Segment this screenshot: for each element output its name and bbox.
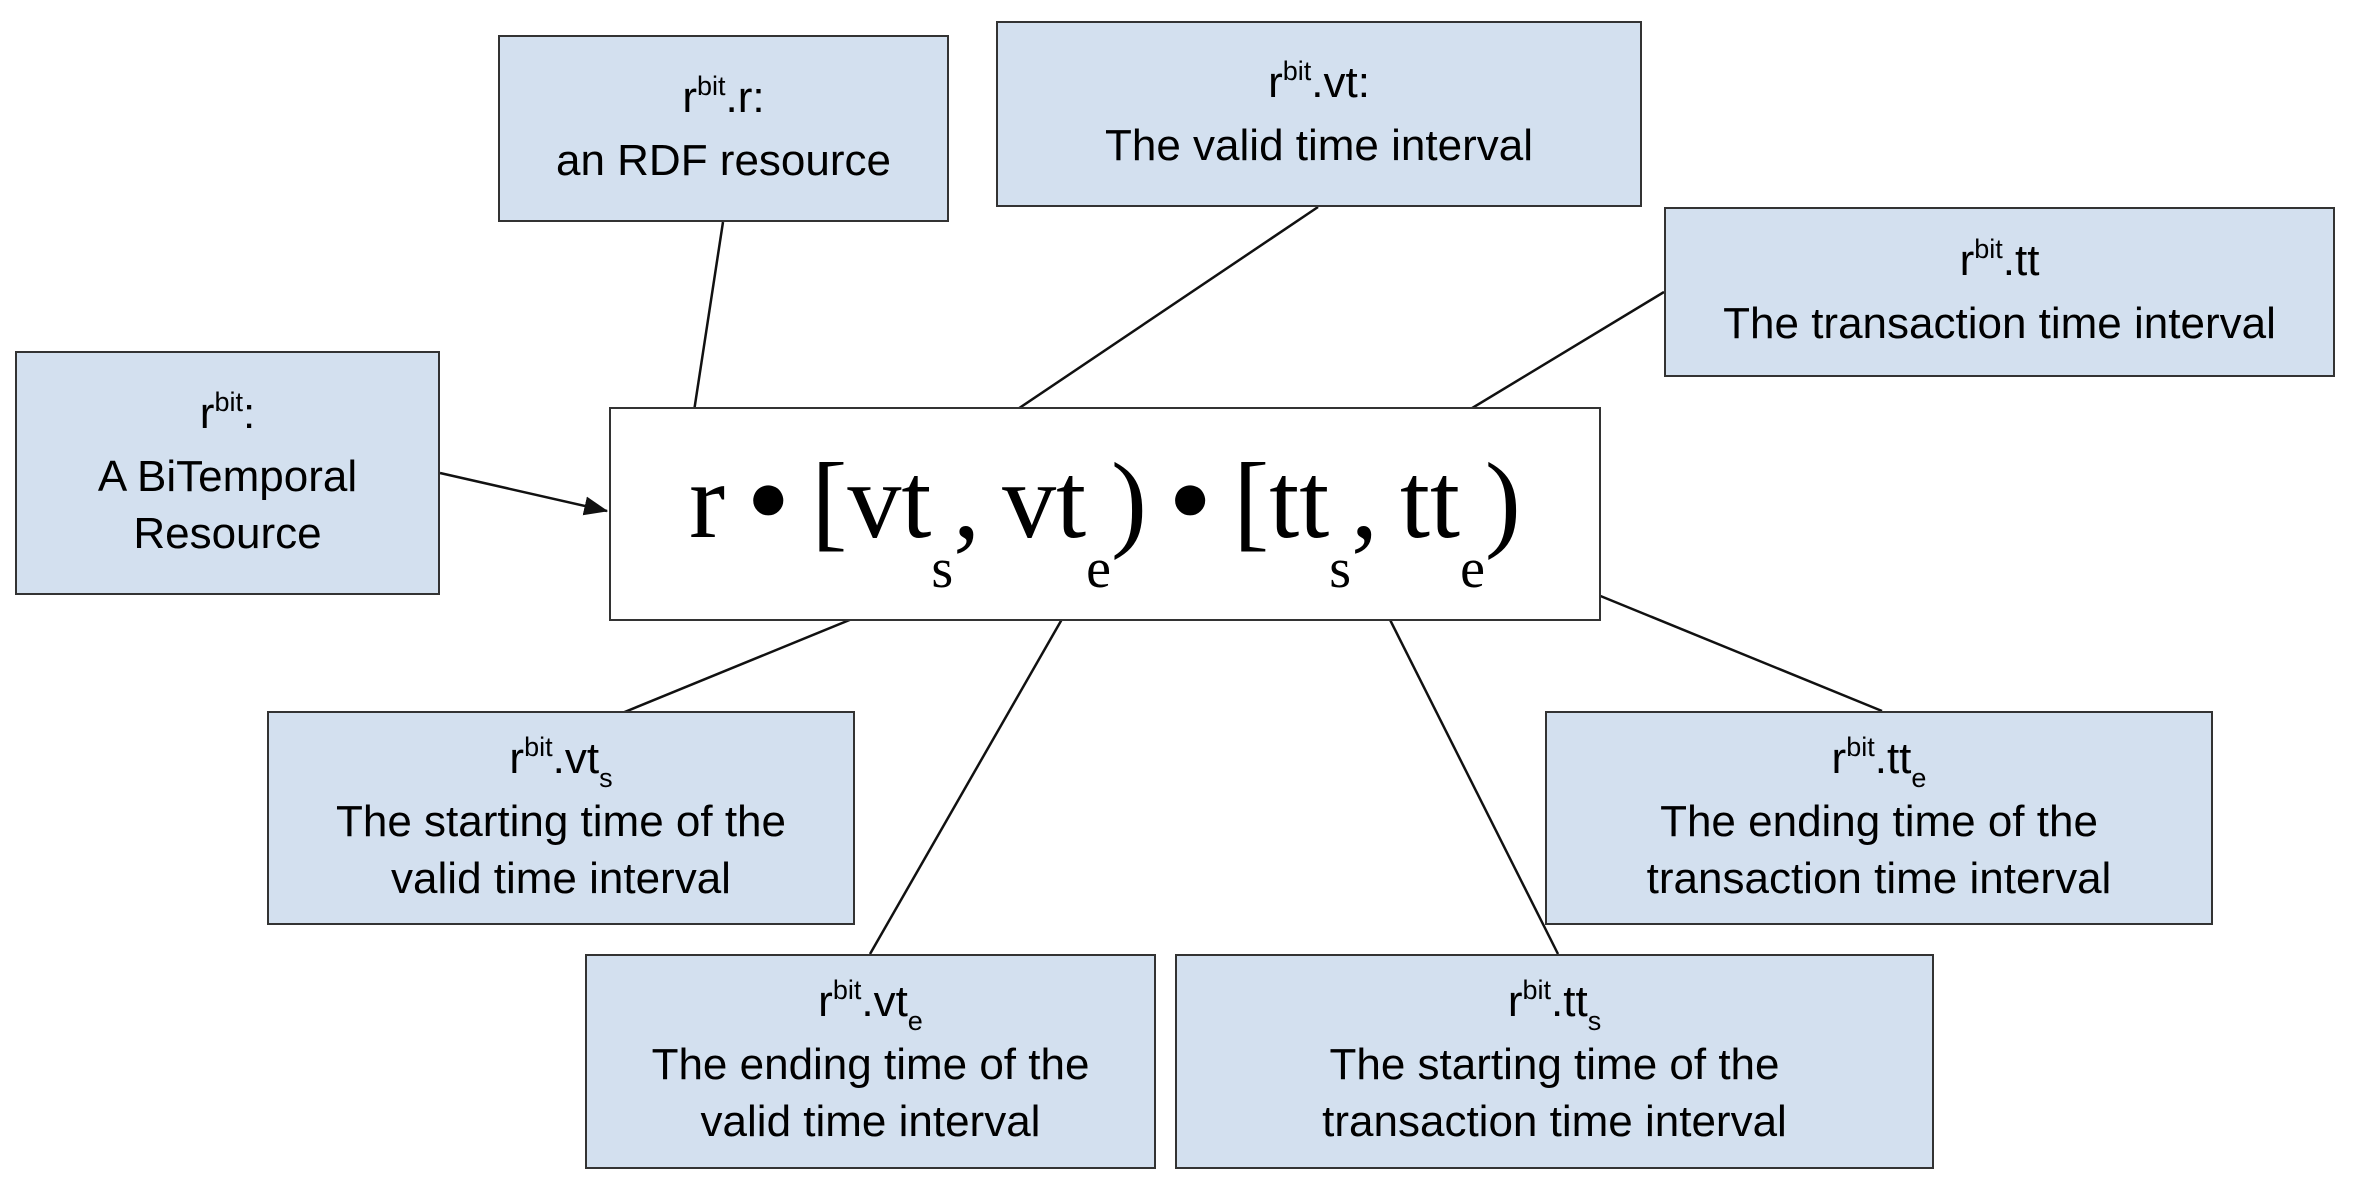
box-transaction-time-interval-title: rbit.tt — [1960, 232, 2040, 295]
box-rdf-resource-desc: an RDF resource — [555, 135, 891, 185]
title-suffix: .r: — [725, 72, 765, 122]
box-valid-time-interval-desc: The valid time interval — [1105, 121, 1533, 170]
box-transaction-time-end-title: rbit.tte — [1832, 730, 1927, 793]
box-valid-time-start-title: rbit.vts — [509, 730, 612, 793]
title-sup: bit — [524, 731, 553, 762]
box-bitemporal-resource-desc-line2: Resource — [133, 508, 322, 558]
box-transaction-time-start-desc-line2: transaction time interval — [1322, 1097, 1787, 1146]
box-valid-time-end: rbit.vte The ending time of the valid ti… — [585, 954, 1156, 1169]
formula-tt-end-sub: e — [1460, 538, 1485, 600]
title-base: r — [509, 733, 525, 783]
formula-paren-close-1: ) — [1111, 442, 1147, 561]
title-sub: e — [907, 1006, 923, 1036]
box-valid-time-interval: rbit.vt: The valid time interval — [996, 21, 1642, 207]
box-transaction-time-interval: rbit.tt The transaction time interval — [1664, 207, 2335, 377]
title-base: r — [818, 977, 833, 1026]
box-bitemporal-resource: rbit: A BiTemporal Resource — [15, 351, 440, 595]
box-valid-time-start-desc-line1: The starting time of the — [336, 796, 786, 846]
title-suffix: .tt — [2002, 236, 2040, 285]
box-rdf-resource: rbit.r: an RDF resource — [498, 35, 949, 222]
title-base: r — [682, 72, 697, 122]
formula-vt-start-sub: s — [931, 538, 954, 600]
formula-vt-end-base: vt — [1002, 442, 1087, 561]
formula-bullet-1: ● — [747, 459, 790, 536]
box-bitemporal-resource-desc-line1: A BiTemporal — [97, 451, 358, 501]
formula-tt-start-base: tt — [1269, 442, 1330, 561]
box-transaction-time-start-title: rbit.tts — [1508, 973, 1601, 1036]
box-transaction-time-start: rbit.tts The starting time of the transa… — [1175, 954, 1934, 1169]
box-valid-time-interval-title: rbit.vt: — [1268, 54, 1370, 117]
formula-comma-2: , — [1351, 442, 1379, 561]
formula-tt-start-sub: s — [1329, 538, 1352, 600]
formula-bracket-open-1: [ — [811, 442, 848, 561]
formula-vt-end: vte — [1002, 448, 1111, 598]
title-suffix: .vt — [552, 733, 600, 783]
title-suffix: .vt: — [1311, 58, 1370, 107]
title-base: r — [199, 388, 215, 438]
title-sub: s — [1587, 1006, 1602, 1036]
box-rdf-resource-title: rbit.r: — [682, 69, 764, 132]
box-valid-time-end-desc-line2: valid time interval — [700, 1097, 1041, 1146]
title-sup: bit — [1522, 975, 1551, 1005]
title-suffix: .vt — [861, 977, 908, 1026]
arrow-valid-time-end — [868, 577, 1087, 955]
title-sup: bit — [1282, 56, 1312, 86]
title-base: r — [1507, 977, 1523, 1026]
formula-paren-close-2: ) — [1484, 442, 1521, 561]
title-base: r — [1831, 733, 1847, 783]
box-bitemporal-resource-title: rbit: — [200, 385, 255, 448]
box-valid-time-start-desc-line2: valid time interval — [391, 853, 731, 903]
title-sup: bit — [1846, 731, 1875, 762]
title-base: r — [1268, 58, 1283, 107]
formula-vt-end-sub: e — [1086, 538, 1112, 600]
box-transaction-time-end-desc-line1: The ending time of the — [1660, 796, 2098, 846]
box-transaction-time-end-desc-line2: transaction time interval — [1646, 853, 2112, 903]
formula-tt-end: tte — [1400, 448, 1485, 598]
formula-box: r ● [ vts , vte ) ● [ tts , tte ) — [609, 407, 1601, 621]
box-valid-time-end-desc-line1: The ending time of the — [651, 1040, 1090, 1089]
box-transaction-time-start-desc-line1: The starting time of the — [1329, 1040, 1780, 1089]
bitemporal-formula: r ● [ vts , vte ) ● [ tts , tte ) — [611, 409, 1599, 619]
box-valid-time-end-title: rbit.vte — [818, 973, 923, 1036]
arrow-bitemporal-resource — [439, 471, 609, 516]
title-suffix: .tt — [1874, 733, 1912, 783]
title-suffix: .tt — [1551, 977, 1588, 1026]
title-sup: bit — [697, 70, 726, 101]
formula-bullet-2: ● — [1168, 459, 1212, 536]
title-sup: bit — [1974, 234, 2003, 264]
formula-bracket-open-2: [ — [1233, 442, 1270, 561]
title-sub: s — [599, 762, 613, 793]
formula-vt-start: vts — [847, 448, 953, 598]
title-sub: e — [1911, 762, 1927, 793]
formula-tt-start: tts — [1269, 448, 1351, 598]
arrow-transaction-time-start — [1368, 578, 1560, 955]
formula-tt-end-base: tt — [1400, 442, 1461, 561]
box-transaction-time-interval-desc: The transaction time interval — [1723, 299, 2276, 348]
box-valid-time-start: rbit.vts The starting time of the valid … — [267, 711, 855, 925]
box-transaction-time-end: rbit.tte The ending time of the transact… — [1545, 711, 2213, 925]
formula-comma-1: , — [953, 442, 981, 561]
title-suffix: : — [242, 388, 256, 438]
title-sup: bit — [214, 386, 243, 417]
title-base: r — [1959, 236, 1975, 285]
title-sup: bit — [832, 975, 862, 1005]
formula-r: r — [689, 442, 726, 561]
formula-vt-start-base: vt — [847, 442, 932, 561]
